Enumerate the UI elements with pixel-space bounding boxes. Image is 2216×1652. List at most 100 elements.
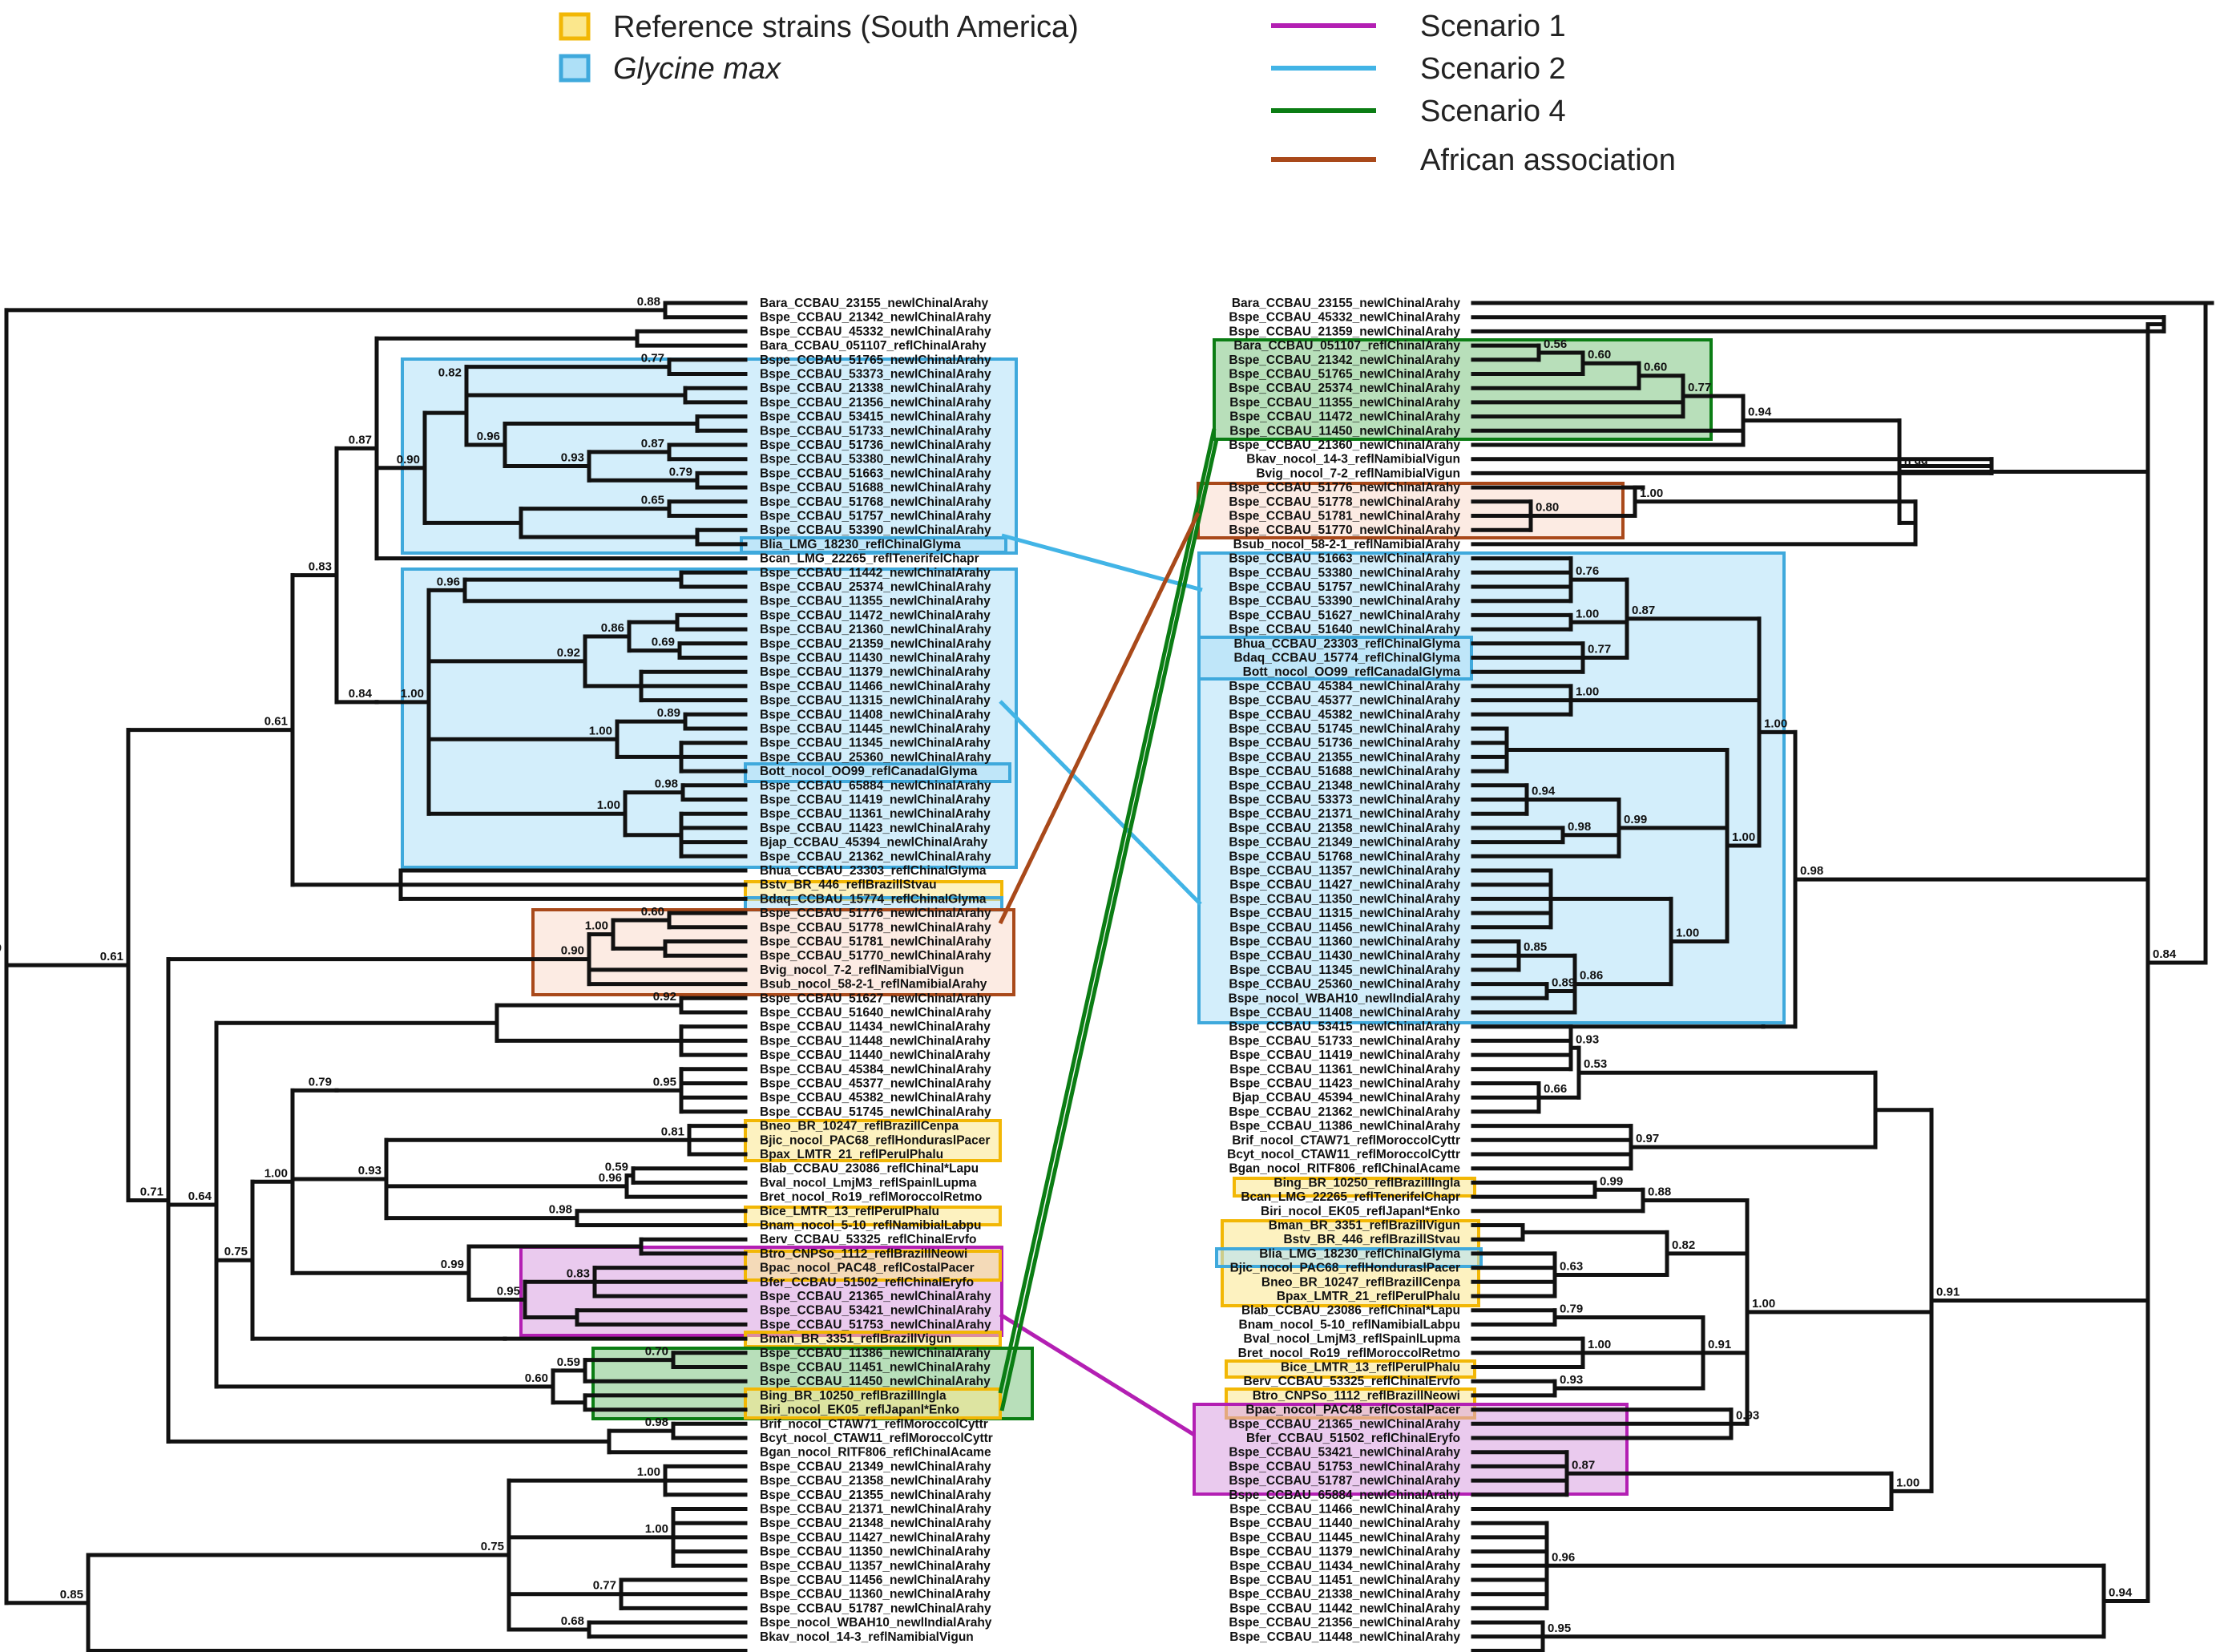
left-leaf-label: Brif_nocol_CTAW71_reflMoroccolCyttr bbox=[760, 1417, 988, 1431]
left-support: 0.61 bbox=[264, 715, 288, 729]
right-leaf-label: Biri_nocol_EK05_reflJapanl*Enko bbox=[1261, 1205, 1460, 1218]
left-support: 0.70 bbox=[645, 1345, 668, 1359]
left-leaf-label: Bspe_CCBAU_51781_newlChinalArahy bbox=[760, 935, 991, 949]
right-leaf-label: Bspe_CCBAU_45384_newlChinalArahy bbox=[1229, 680, 1460, 693]
right-leaf-label: Bstv_BR_446_reflBrazillStvau bbox=[1283, 1233, 1460, 1246]
right-leaf-label: Bkav_nocol_14-3_reflNamibialVigun bbox=[1246, 453, 1460, 467]
right-leaf-label: Bman_BR_3351_reflBrazillVigun bbox=[1269, 1219, 1460, 1233]
right-leaf-label: Bhua_CCBAU_23303_reflChinalGlyma bbox=[1233, 637, 1460, 651]
right-leaf-label: Bspe_CCBAU_11472_newlChinalArahy bbox=[1229, 410, 1460, 424]
left-leaf-label: Bspe_CCBAU_11442_newlChinalArahy bbox=[760, 566, 991, 580]
left-leaf-label: Bspe_CCBAU_51745_newlChinalArahy bbox=[760, 1105, 991, 1119]
right-leaf-label: Bspe_CCBAU_25360_newlChinalArahy bbox=[1229, 978, 1460, 992]
right-leaf-label: Bspe_CCBAU_53390_newlChinalArahy bbox=[1229, 595, 1460, 608]
right-leaf-label: Berv_CCBAU_53325_reflChinalErvfo bbox=[1243, 1375, 1460, 1388]
left-leaf-label: Bara_CCBAU_051107_reflChinalArahy bbox=[760, 339, 987, 353]
right-support: 0.82 bbox=[1672, 1238, 1695, 1252]
left-support: 0.61 bbox=[100, 950, 123, 963]
right-leaf-label: Bice_LMTR_13_reflPerulPhalu bbox=[1281, 1361, 1460, 1375]
left-leaf-label: Bspe_CCBAU_21342_newlChinalArahy bbox=[760, 311, 991, 325]
left-leaf-label: Bspe_CCBAU_21338_newlChinalArahy bbox=[760, 382, 991, 395]
right-support: 1.00 bbox=[1576, 607, 1599, 620]
left-leaf-label: Bspe_CCBAU_11472_newlChinalArahy bbox=[760, 608, 991, 622]
left-support: 1.00 bbox=[645, 1522, 668, 1536]
right-leaf-label: Bspe_CCBAU_51688_newlChinalArahy bbox=[1229, 765, 1460, 778]
right-leaf-label: Bspe_CCBAU_11408_newlChinalArahy bbox=[1229, 1006, 1460, 1020]
right-support: 0.84 bbox=[2153, 947, 2177, 961]
left-support: 0.88 bbox=[637, 295, 660, 309]
left-leaf-label: Bspe_CCBAU_51627_newlChinalArahy bbox=[760, 992, 991, 1005]
right-leaf-label: Bspe_CCBAU_11423_newlChinalArahy bbox=[1229, 1077, 1460, 1091]
right-leaf-label: Bspe_CCBAU_51770_newlChinalArahy bbox=[1229, 523, 1460, 537]
right-leaf-label: Brif_nocol_CTAW71_reflMoroccolCyttr bbox=[1232, 1133, 1460, 1147]
left-leaf-label: Bspe_CCBAU_53415_newlChinalArahy bbox=[760, 410, 991, 424]
left-leaf-label: Bman_BR_3351_reflBrazillVigun bbox=[760, 1332, 951, 1346]
right-leaf-label: Bspe_CCBAU_21362_newlChinalArahy bbox=[1229, 1105, 1460, 1119]
left-support: 0.79 bbox=[309, 1075, 332, 1089]
right-leaf-label: Bspe_CCBAU_11451_newlChinalArahy bbox=[1229, 1573, 1460, 1587]
left-leaf-label: Bspe_CCBAU_21349_newlChinalArahy bbox=[760, 1460, 991, 1473]
left-support: 0.68 bbox=[561, 1614, 584, 1628]
right-support: 0.96 bbox=[1552, 1550, 1575, 1564]
right-leaf-label: Bspe_CCBAU_51736_newlChinalArahy bbox=[1229, 737, 1460, 750]
left-leaf-label: Bspe_CCBAU_11315_newlChinalArahy bbox=[760, 694, 991, 708]
left-leaf-label: Bspe_CCBAU_25360_newlChinalArahy bbox=[760, 750, 991, 764]
right-support: 0.56 bbox=[1544, 337, 1567, 351]
left-support: 0.86 bbox=[601, 621, 624, 635]
right-leaf-label: Bspe_CCBAU_11450_newlChinalArahy bbox=[1229, 424, 1460, 438]
left-leaf-label: Bjic_nocol_PAC68_reflHonduraslPacer bbox=[760, 1133, 990, 1147]
right-leaf-label: Bspe_CCBAU_65884_newlChinalArahy bbox=[1229, 1488, 1460, 1502]
left-support: 0.77 bbox=[641, 352, 664, 366]
legend-line-label-4: African association bbox=[1420, 143, 1676, 177]
right-leaf-label: Bfer_CCBAU_51502_reflChinalEryfo bbox=[1246, 1432, 1460, 1445]
right-leaf-label: Bspe_CCBAU_21360_newlChinalArahy bbox=[1229, 438, 1460, 452]
left-support: 0.87 bbox=[641, 437, 664, 450]
right-support: 0.98 bbox=[1568, 820, 1591, 834]
left-leaf-label: Bspe_CCBAU_51787_newlChinalArahy bbox=[760, 1602, 991, 1615]
left-leaf-label: Bspe_CCBAU_53390_newlChinalArahy bbox=[760, 523, 991, 537]
right-leaf-label: Bspe_CCBAU_21348_newlChinalArahy bbox=[1229, 779, 1460, 793]
left-support: 0.71 bbox=[140, 1185, 163, 1199]
right-support: 0.99 bbox=[1904, 456, 1927, 470]
left-support: 0.90 bbox=[397, 453, 420, 467]
left-leaf-label: Bspe_CCBAU_51663_newlChinalArahy bbox=[760, 467, 991, 480]
right-leaf-label: Bspe_CCBAU_51787_newlChinalArahy bbox=[1229, 1474, 1460, 1488]
right-support: 0.60 bbox=[1644, 361, 1667, 374]
connector-scenario4-a bbox=[998, 428, 1217, 1394]
right-leaf-label: Bspe_CCBAU_11379_newlChinalArahy bbox=[1229, 1545, 1460, 1559]
left-box-ref-ing bbox=[744, 1387, 1002, 1420]
right-leaf-label: Bspe_CCBAU_11427_newlChinalArahy bbox=[1229, 879, 1460, 892]
left-support: 0.92 bbox=[557, 646, 580, 660]
right-leaf-label: Bspe_CCBAU_51765_newlChinalArahy bbox=[1229, 368, 1460, 382]
left-leaf-label: Bspe_CCBAU_51640_newlChinalArahy bbox=[760, 1006, 991, 1020]
legend-swatch-1 bbox=[559, 12, 591, 41]
left-box-ref-ice bbox=[744, 1206, 1002, 1226]
left-leaf-label: Bspe_CCBAU_11466_newlChinalArahy bbox=[760, 680, 991, 693]
left-support: 0.87 bbox=[349, 433, 372, 446]
left-leaf-label: Bspe_CCBAU_21365_newlChinalArahy bbox=[760, 1290, 991, 1303]
left-leaf-label: Bice_LMTR_13_reflPerulPhalu bbox=[760, 1205, 939, 1218]
right-leaf-label: Bnam_nocol_5-10_reflNamibialLabpu bbox=[1239, 1318, 1461, 1331]
left-leaf-label: Bspe_CCBAU_45332_newlChinalArahy bbox=[760, 325, 991, 338]
left-leaf-label: Bspe_CCBAU_53380_newlChinalArahy bbox=[760, 453, 991, 467]
left-leaf-label: Bspe_CCBAU_51757_newlChinalArahy bbox=[760, 510, 991, 523]
left-leaf-label: Bspe_CCBAU_45384_newlChinalArahy bbox=[760, 1063, 991, 1076]
right-leaf-label: Bspe_CCBAU_25374_newlChinalArahy bbox=[1229, 382, 1460, 395]
right-leaf-label: Bspe_CCBAU_11355_newlChinalArahy bbox=[1229, 396, 1460, 410]
left-support: 0.96 bbox=[599, 1171, 622, 1185]
left-support: 0.95 bbox=[497, 1284, 520, 1298]
right-support: 0.91 bbox=[1708, 1338, 1731, 1351]
right-support: 0.76 bbox=[1576, 564, 1599, 578]
legend-label-2: Glycine max bbox=[613, 52, 782, 86]
left-leaf-label: Bnam_nocol_5-10_reflNamibialLabpu bbox=[760, 1219, 982, 1233]
right-leaf-label: Bspe_CCBAU_53421_newlChinalArahy bbox=[1229, 1446, 1460, 1460]
left-leaf-label: Bspe_CCBAU_51768_newlChinalArahy bbox=[760, 495, 991, 509]
right-leaf-label: Bspe_CCBAU_21356_newlChinalArahy bbox=[1229, 1616, 1460, 1630]
left-leaf-label: Bspe_CCBAU_11379_newlChinalArahy bbox=[760, 665, 991, 679]
left-support: 0.59 bbox=[557, 1355, 580, 1369]
right-leaf-label: Bspe_nocol_WBAH10_newlIndialArahy bbox=[1229, 992, 1461, 1005]
left-leaf-label: Bspe_CCBAU_51733_newlChinalArahy bbox=[760, 424, 991, 438]
left-support: 0.79 bbox=[669, 465, 692, 479]
right-leaf-label: Bspe_CCBAU_53373_newlChinalArahy bbox=[1229, 794, 1460, 807]
